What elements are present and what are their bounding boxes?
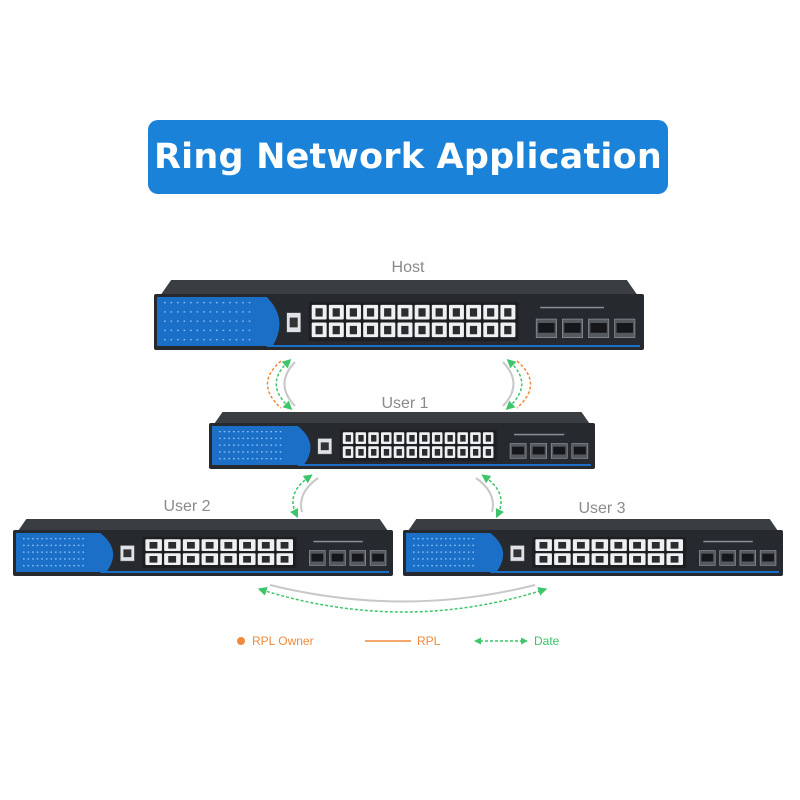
user2-switch: [13, 519, 393, 576]
user2-label: User 2: [163, 498, 211, 515]
host-label: Host: [391, 259, 425, 276]
legend-date: Date: [474, 630, 559, 652]
user3-switch: [403, 519, 783, 576]
legend-rpl-label: RPL: [417, 634, 441, 648]
user2-user3-link: [269, 584, 536, 603]
title-banner: Ring Network Application: [148, 120, 668, 194]
rpl-owner-dot-icon: [237, 637, 245, 645]
host-user1-left-link: [283, 361, 296, 407]
data-arrow-icon: [474, 637, 528, 645]
host-user1-right-rpl-link: [516, 360, 532, 409]
legend-rpl: RPL: [365, 630, 440, 652]
user3-label: User 3: [578, 500, 626, 517]
legend-rpl-owner: RPL Owner: [236, 630, 314, 652]
host-user1-right-data-link: [505, 358, 523, 411]
rpl-line-icon: [365, 640, 411, 642]
page-title: Ring Network Application: [153, 137, 662, 177]
user1-user2-link: [300, 477, 319, 513]
legend-date-label: Date: [534, 634, 560, 648]
host-user1-left-rpl-link: [266, 360, 282, 409]
legend-rpl-owner-label: RPL Owner: [252, 634, 314, 648]
host-switch: [154, 280, 644, 350]
user1-label: User 1: [381, 395, 429, 412]
user1-user3-link: [475, 477, 494, 513]
user1-switch: [209, 412, 595, 469]
host-user1-left-data-link: [275, 358, 293, 411]
host-user1-right-link: [502, 361, 515, 407]
